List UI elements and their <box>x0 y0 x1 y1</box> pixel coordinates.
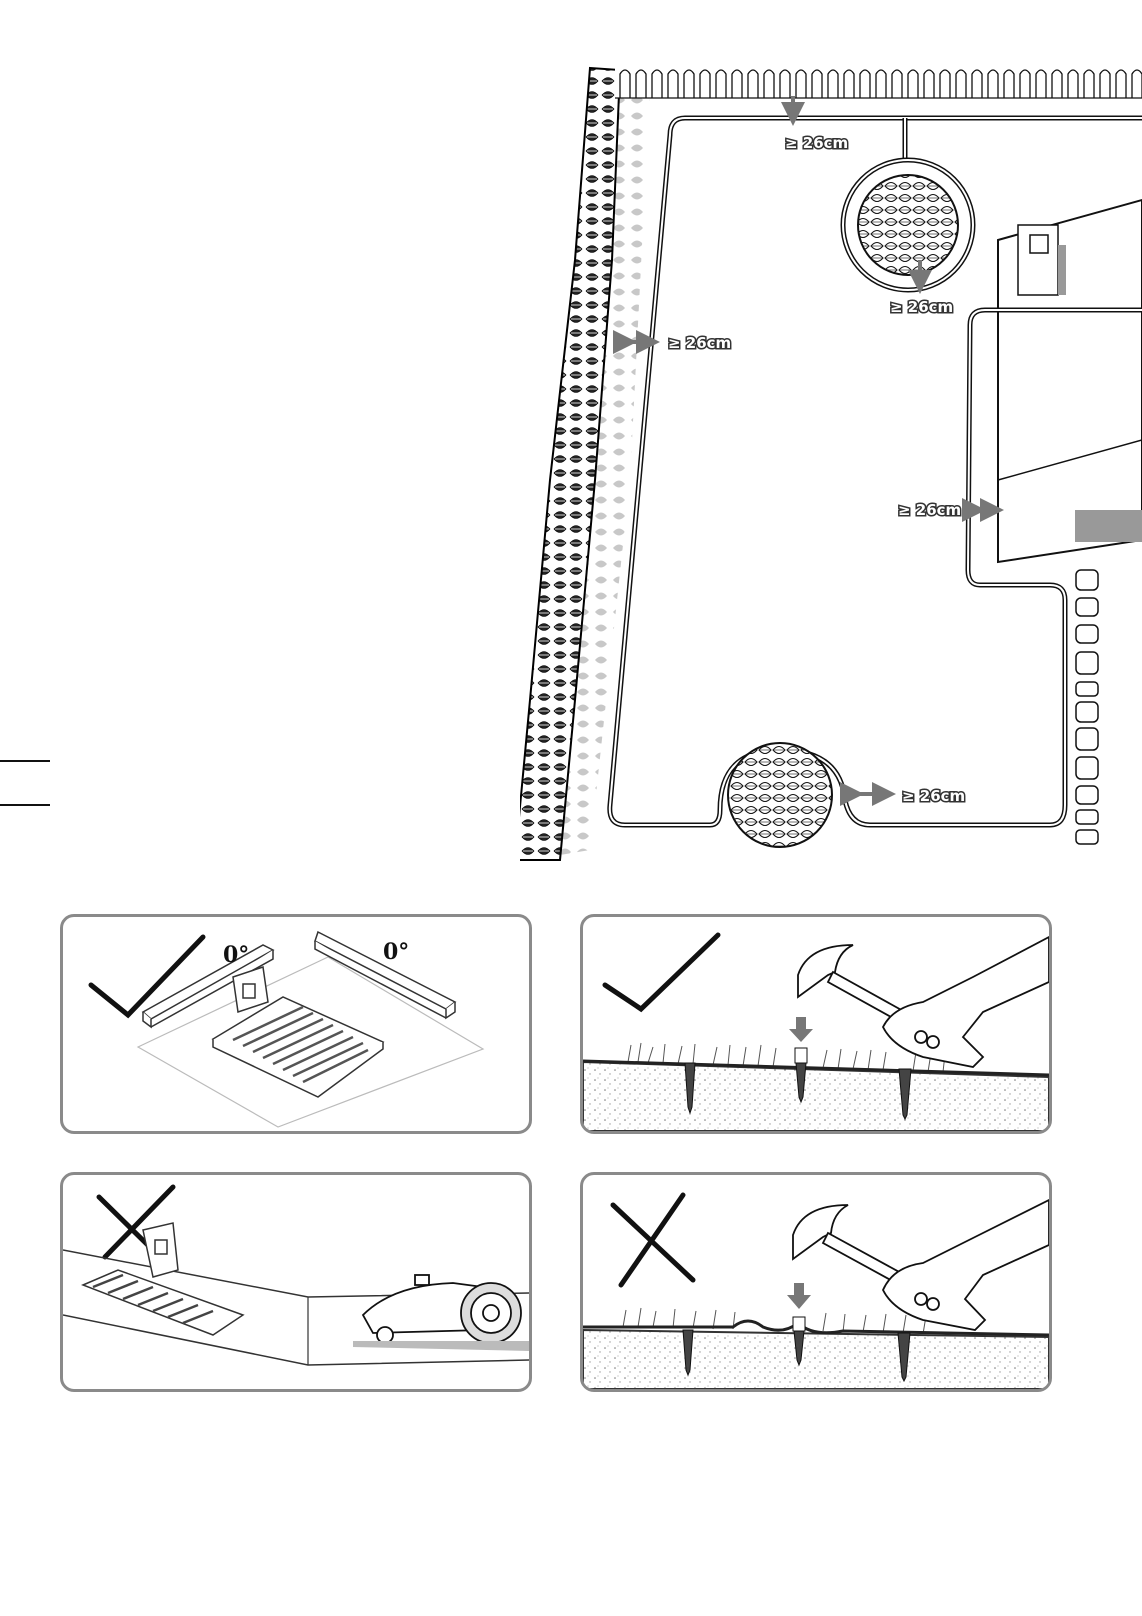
panel-pegs-correct <box>580 914 1052 1134</box>
distance-label-house: ≥ 26cm <box>898 501 961 519</box>
soil <box>583 1330 1049 1389</box>
check-icon <box>91 937 203 1015</box>
robot-mower-icon <box>363 1275 521 1343</box>
garden-plan-svg: ≥ 26cm ≥ 26cm ≥ 26cm ≥ 26cm ≥ 26cm <box>520 60 1142 890</box>
distance-label-bush-bottom: ≥ 26cm <box>902 787 965 805</box>
angle-label-left: 0° <box>223 942 249 968</box>
panel-pegs-incorrect <box>580 1172 1052 1392</box>
charging-base-icon <box>213 967 383 1097</box>
garden-plan: ≥ 26cm ≥ 26cm ≥ 26cm ≥ 26cm ≥ 26cm <box>520 60 1142 890</box>
panel-base-slope-incorrect <box>60 1172 532 1392</box>
panel-base-level-correct: 0° 0° <box>60 914 532 1134</box>
distance-label-fence: ≥ 26cm <box>785 134 848 152</box>
check-icon <box>605 935 718 1009</box>
angle-label-right: 0° <box>383 939 409 965</box>
hand-icon <box>883 937 1049 1067</box>
arrow-down-icon <box>787 1283 811 1309</box>
house-icon <box>998 200 1142 562</box>
distance-label-bush-top: ≥ 26cm <box>890 298 953 316</box>
bush-icon <box>858 175 958 275</box>
margin-line-top <box>0 760 50 762</box>
paving-stones <box>1076 570 1098 844</box>
arrow-down-icon <box>789 1017 813 1042</box>
margin-line-bottom <box>0 804 50 806</box>
distance-label-hedge: ≥ 26cm <box>668 334 731 352</box>
bush-icon <box>728 743 832 847</box>
hand-icon <box>883 1200 1049 1330</box>
fence-icon <box>615 68 1142 98</box>
cross-icon <box>613 1195 693 1285</box>
charging-base-icon <box>83 1223 243 1335</box>
